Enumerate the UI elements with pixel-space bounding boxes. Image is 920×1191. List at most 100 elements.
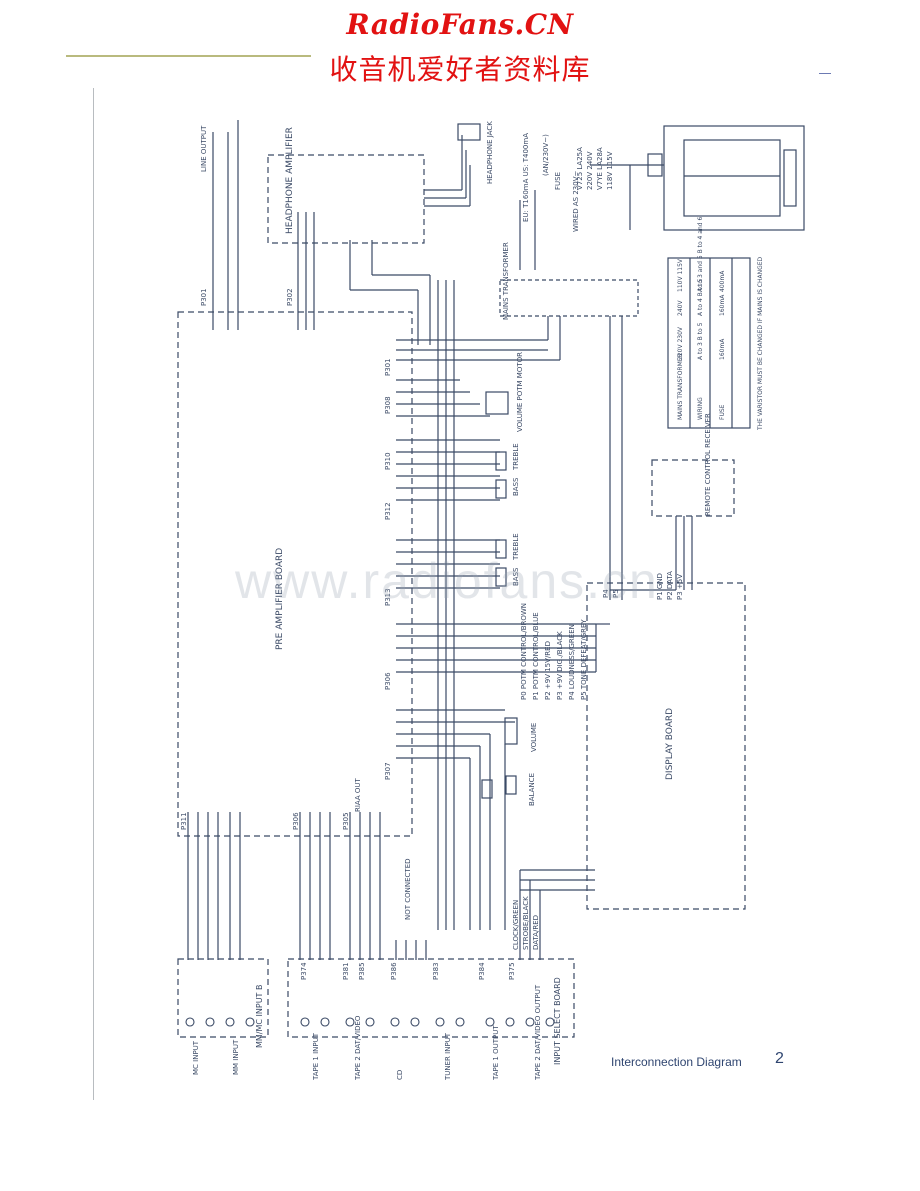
lcd-connector: [783, 149, 797, 207]
connector-label: P384: [478, 962, 486, 980]
label-bass-1: BASS: [512, 477, 520, 496]
power-table-header: FUSE: [719, 404, 726, 420]
label-mains-transformer: MAINS TRANSFORMER: [502, 242, 510, 320]
voltage-label: 220V 240V: [586, 151, 594, 190]
input-select-board: [287, 958, 575, 1038]
display-connector-label: P1 GND: [656, 573, 664, 600]
power-table-cell: A to 3 B to 5: [697, 322, 704, 360]
board-label-pre-amp: PRE AMPLIFIER BOARD: [275, 548, 285, 650]
connector-label: P312: [384, 502, 392, 520]
bass-pot-1: [495, 479, 507, 499]
input-jack-label: TAPE 1 INPUT: [312, 1032, 320, 1081]
lcd-module: [663, 125, 805, 231]
connector-label: P308: [384, 396, 392, 414]
connector-label: P4: [602, 589, 610, 598]
board-label-mm-mc: MM/MC INPUT B: [255, 985, 264, 1048]
connector-label: P306: [384, 672, 392, 690]
scan-edge-line: [93, 88, 94, 1100]
balance-pot: [481, 779, 493, 799]
input-jack-label: TUNER INPUT: [444, 1032, 452, 1081]
connector-label: P313: [384, 588, 392, 606]
label-headphone-jack: HEADPHONE JACK: [486, 121, 494, 184]
power-table-cell: 110V 115V: [677, 258, 684, 292]
headphone-jack: [457, 123, 481, 141]
volume-pot: [504, 717, 518, 745]
power-table-cell: 240V: [677, 300, 684, 316]
label-fuse-rating: EU: T160mA US: T400mA: [522, 133, 530, 222]
label-volume: VOLUME: [530, 723, 538, 752]
label-volume-motor: VOLUME POTM MOTOR: [516, 352, 524, 432]
voltage-label: V7YE LA28A: [596, 147, 604, 190]
label-riaa-out: RIAA OUT: [354, 777, 362, 812]
header-dash: [819, 73, 831, 74]
wire-label: P1 POTM CONTROL/BLUE: [532, 612, 540, 700]
input-jack-label: MC INPUT: [192, 1040, 200, 1075]
mains-plug: [647, 153, 663, 177]
board-label-input-select: INPUT SELECT BOARD: [553, 977, 562, 1065]
balance-pot-2: [505, 775, 517, 795]
footer: Interconnection Diagram 2: [611, 1050, 784, 1069]
headphone-amplifier-board: [267, 154, 425, 244]
connector-label: P5: [612, 589, 620, 598]
connector-label: P311: [180, 812, 188, 830]
bus-label: DATA/RED: [532, 915, 540, 950]
power-table-cell: 220V 230V: [677, 326, 684, 360]
page-number: 2: [775, 1050, 784, 1067]
label-wired-as: WIRED AS 230V~: [572, 171, 580, 232]
site-brand-title: RadioFans.CN: [346, 8, 574, 41]
power-table-note: THE VARISTOR MUST BE CHANGED IF MAINS IS…: [757, 256, 764, 431]
bus-label: STROBE/BLACK: [522, 896, 530, 950]
input-jacks: [185, 1017, 555, 1027]
connector-label: P305: [342, 812, 350, 830]
mains-transformer-box: [499, 279, 639, 317]
connector-label: P386: [390, 962, 398, 980]
connector-label: P383: [432, 962, 440, 980]
bass-pot-2: [495, 567, 507, 587]
label-mains-fuse: FUSE: [554, 172, 562, 190]
label-treble-2: TREBLE: [512, 533, 520, 561]
display-board: [586, 582, 746, 910]
board-label-headphone: HEADPHONE AMPLIFIER: [285, 127, 295, 234]
voltage-label: V725 LA25A: [576, 147, 584, 190]
input-jack-label: TAPE 2 DAT/VIDEO OUTPUT: [534, 984, 542, 1081]
display-connector-label: P3 +5V: [676, 574, 684, 600]
voltage-label: 118V 115V: [606, 151, 614, 190]
wire-label: P2 +9V 15V/RED: [544, 641, 552, 700]
volume-motor: [485, 391, 509, 415]
board-label-display: DISPLAY BOARD: [665, 708, 675, 780]
board-label-remote: REMOTE CONTROL RECEIVER: [704, 413, 712, 516]
input-jack-label: TAPE 2 DAT/VIDEO: [354, 1015, 362, 1081]
display-connector-label: P2 DATA: [666, 571, 674, 600]
treble-pot-1: [495, 451, 507, 471]
label-treble-1: TREBLE: [512, 443, 520, 471]
input-jack-label: CD: [396, 1070, 404, 1080]
label-balance: BALANCE: [528, 773, 536, 806]
connector-label: P385: [358, 962, 366, 980]
wire-label: P5 TONE DEFEAT/GREY: [580, 619, 588, 700]
lcd-window: [683, 139, 781, 217]
mm-mc-input-board: [177, 958, 269, 1038]
label-not-connected: NOT CONNECTED: [404, 858, 412, 920]
power-table-cell: 400mA: [719, 270, 726, 292]
power-table-header: WIRING: [697, 397, 704, 420]
connector-label: P301: [384, 358, 392, 376]
treble-pot-2: [495, 539, 507, 559]
power-table: [667, 257, 751, 429]
bus-label: CLOCK/GREEN: [512, 900, 520, 950]
label-mains-in: (AN/230V~): [542, 134, 550, 176]
site-subtitle-cn: 收音机爱好者资料库: [329, 53, 591, 86]
power-table-header: MAINS TRANSFORMER: [677, 353, 684, 420]
connector-label: P306: [292, 812, 300, 830]
wire-label: P0 POTM CONTROL/BROWN: [520, 603, 528, 700]
connector-label: P310: [384, 452, 392, 470]
power-table-cell: 160mA: [719, 294, 726, 316]
remote-receiver-board: [651, 459, 735, 517]
connector-label: P302: [286, 288, 294, 306]
connector-label: P307: [384, 762, 392, 780]
watermark: www.radiofans.cn: [235, 553, 659, 609]
diagram-title: Interconnection Diagram: [611, 1055, 742, 1069]
input-jack-label: TAPE 1 OUTPUT: [492, 1025, 500, 1081]
connector-label: P375: [508, 962, 516, 980]
connector-label: P374: [300, 962, 308, 980]
